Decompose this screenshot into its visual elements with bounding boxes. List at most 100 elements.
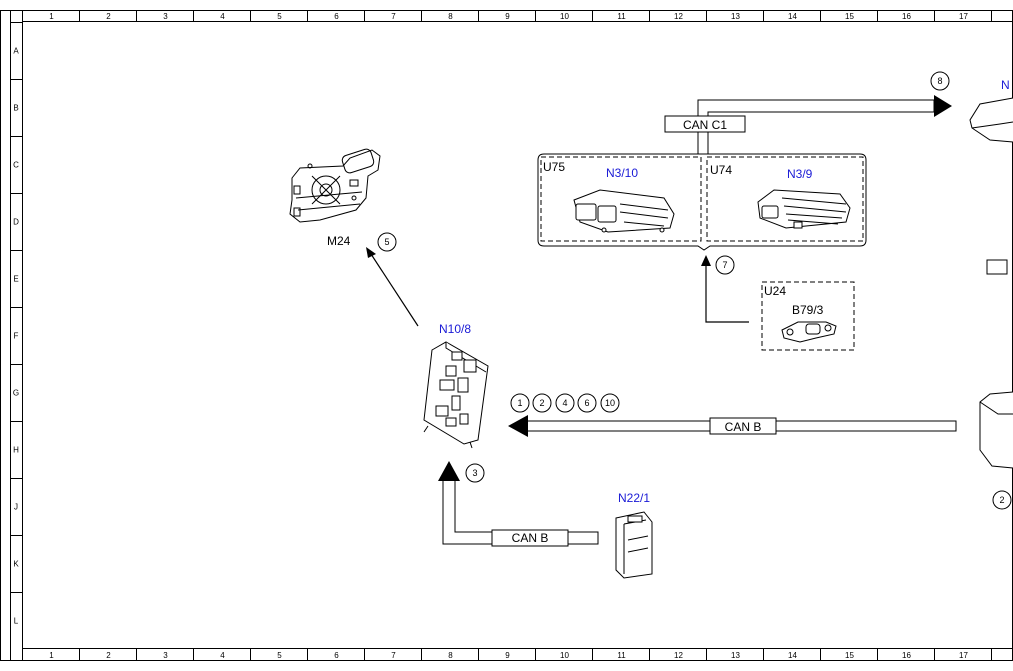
u24-label: U24 <box>764 284 786 298</box>
ruler-top-col-label: 16 <box>902 12 911 21</box>
svg-text:2: 2 <box>999 495 1004 505</box>
ruler-bottom-col-label: 11 <box>617 651 626 660</box>
inner-frame <box>22 21 1013 649</box>
ruler-top-col-label: 1 <box>49 12 54 21</box>
n3-10-label: N3/10 <box>606 166 638 180</box>
n3-10-ecu-icon <box>573 189 675 233</box>
can-c1-box <box>664 115 746 133</box>
callout-5: 5 <box>377 232 397 252</box>
ruler-top-col-label: 14 <box>788 12 797 21</box>
right-edge-module-bottom-icon <box>979 391 1013 469</box>
ruler-left-row-label: H <box>13 446 19 455</box>
m24-label: M24 <box>327 234 351 248</box>
ruler-bottom-col-label: 6 <box>334 651 339 660</box>
ruler-bottom-col-label: 1 <box>49 651 54 660</box>
ruler-left-row-label: C <box>13 161 19 170</box>
ruler-left-row-label: F <box>14 332 19 341</box>
ecu-group-bracket <box>537 153 867 251</box>
arrow-head-can-c1 <box>934 95 952 117</box>
ruler-left-row-label: D <box>13 218 19 227</box>
can-b-main-label: CAN B <box>725 420 762 434</box>
right-edge-box <box>986 259 1008 275</box>
callout-8: 8 <box>930 71 950 91</box>
ruler-top-col-label: 2 <box>106 12 111 21</box>
u75-frame <box>540 156 702 242</box>
ruler-left-row-label: A <box>13 47 19 56</box>
arrow-head-m24 <box>366 247 376 258</box>
ruler-top-col-label: 9 <box>505 12 510 21</box>
can-c1-label: CAN C1 <box>683 118 727 132</box>
ruler-top-col-label: 6 <box>334 12 339 21</box>
svg-text:5: 5 <box>384 237 389 247</box>
ruler-left-row-label: K <box>13 560 19 569</box>
callout-10: 10 <box>600 393 620 413</box>
ruler-left-row-label: E <box>13 275 18 284</box>
ruler-top-col-label: 7 <box>391 12 396 21</box>
ruler-bottom-col-label: 16 <box>902 651 911 660</box>
b79-3-sensor-icon <box>781 321 837 343</box>
ruler-bottom-col-label: 3 <box>163 651 168 660</box>
arrow-u24-to-ecu <box>705 266 749 323</box>
ruler-bottom-col-label: 5 <box>277 651 282 660</box>
ruler-bottom-col-label: 14 <box>788 651 797 660</box>
arrow-head-n10-8-bottom <box>438 461 460 481</box>
ruler-top-col-label: 15 <box>845 12 854 21</box>
ruler-bottom-col-label: 10 <box>560 651 569 660</box>
can-b-low-box <box>491 529 569 547</box>
ruler-top-col-label: 12 <box>674 12 683 21</box>
n3-9-ecu-icon <box>757 189 851 229</box>
ruler-bottom-col-label: 15 <box>845 651 854 660</box>
ruler-bottom-col-label: 17 <box>959 651 968 660</box>
ruler-left-row-label: B <box>13 104 18 113</box>
arrow-head-can-b-main <box>508 415 528 437</box>
ruler-left-row-label: G <box>13 389 19 398</box>
arrow-head-u24 <box>701 255 711 266</box>
ruler-top-col-label: 5 <box>277 12 282 21</box>
ruler-left-row-label: J <box>14 503 18 512</box>
ruler-top-col-label: 10 <box>560 12 569 21</box>
ruler-top-col-label: 8 <box>448 12 453 21</box>
callout-edge-2: 2 <box>992 490 1012 510</box>
callout-3: 3 <box>465 463 485 483</box>
callout-7: 7 <box>715 255 735 275</box>
n3-9-label: N3/9 <box>787 167 813 181</box>
svg-text:7: 7 <box>722 260 727 270</box>
ruler-bottom-col-label: 13 <box>731 651 740 660</box>
ruler-left-row-label: L <box>14 617 19 626</box>
n10-8-module-icon <box>423 341 489 449</box>
ruler-top-col-label: 4 <box>220 12 225 21</box>
ruler-top-col-label: 11 <box>617 12 626 21</box>
svg-text:2: 2 <box>539 398 544 408</box>
svg-text:6: 6 <box>584 398 589 408</box>
callout-1: 1 <box>510 393 530 413</box>
svg-text:8: 8 <box>937 76 942 86</box>
ruler-top-col-label: 13 <box>731 12 740 21</box>
can-b-low-label: CAN B <box>512 531 549 545</box>
svg-text:10: 10 <box>605 398 615 408</box>
right-edge-module-top-icon <box>969 97 1013 143</box>
u74-label: U74 <box>710 163 732 177</box>
svg-text:1: 1 <box>517 398 522 408</box>
n10-8-label: N10/8 <box>439 322 471 336</box>
edge-n-label: N <box>1001 78 1010 92</box>
callout-4: 4 <box>555 393 575 413</box>
ruler-bottom-col-label: 12 <box>674 651 683 660</box>
ruler-bottom-col-label: 7 <box>391 651 396 660</box>
n22-1-module-icon <box>615 511 653 579</box>
u75-label: U75 <box>543 160 565 174</box>
n22-1-label: N22/1 <box>618 491 650 505</box>
callout-2: 2 <box>532 393 552 413</box>
b79-3-label: B79/3 <box>792 303 824 317</box>
ruler-bottom-col-label: 2 <box>106 651 111 660</box>
svg-text:4: 4 <box>562 398 567 408</box>
ruler-top-col-label: 17 <box>959 12 968 21</box>
ruler-top-col-label: 3 <box>163 12 168 21</box>
svg-text:3: 3 <box>472 468 477 478</box>
callout-6: 6 <box>577 393 597 413</box>
ruler-left: A B C D E F G H J K L <box>10 10 22 661</box>
arrow-to-m24 <box>370 253 419 327</box>
ruler-bottom-col-label: 9 <box>505 651 510 660</box>
can-b-low-bus <box>442 481 599 545</box>
